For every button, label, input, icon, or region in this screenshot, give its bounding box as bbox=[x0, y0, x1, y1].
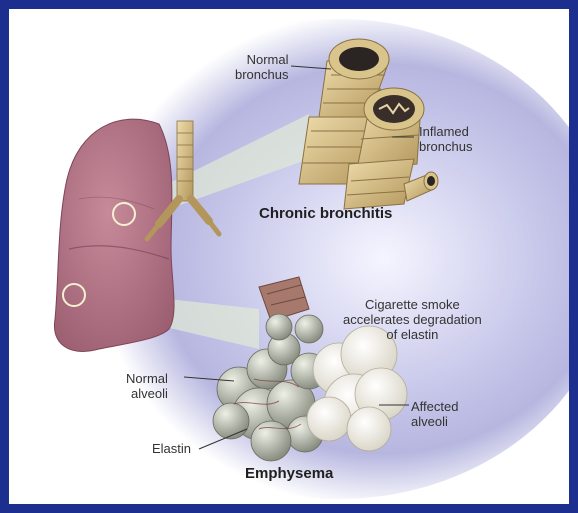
illustration bbox=[9, 9, 569, 504]
label-affected-alveoli: Affected alveoli bbox=[411, 399, 458, 429]
label-normal-bronchus: Normal bronchus bbox=[235, 52, 288, 82]
figure-frame: Normal bronchus Inflamed bronchus Chroni… bbox=[9, 9, 569, 504]
title-chronic-bronchitis: Chronic bronchitis bbox=[259, 205, 392, 222]
label-cigarette-smoke: Cigarette smoke accelerates degradation … bbox=[343, 297, 482, 342]
label-normal-alveoli: Normal alveoli bbox=[126, 371, 168, 401]
title-emphysema: Emphysema bbox=[245, 465, 333, 482]
lung bbox=[54, 119, 174, 351]
label-elastin: Elastin bbox=[152, 441, 191, 456]
label-inflamed-bronchus: Inflamed bronchus bbox=[419, 124, 472, 154]
